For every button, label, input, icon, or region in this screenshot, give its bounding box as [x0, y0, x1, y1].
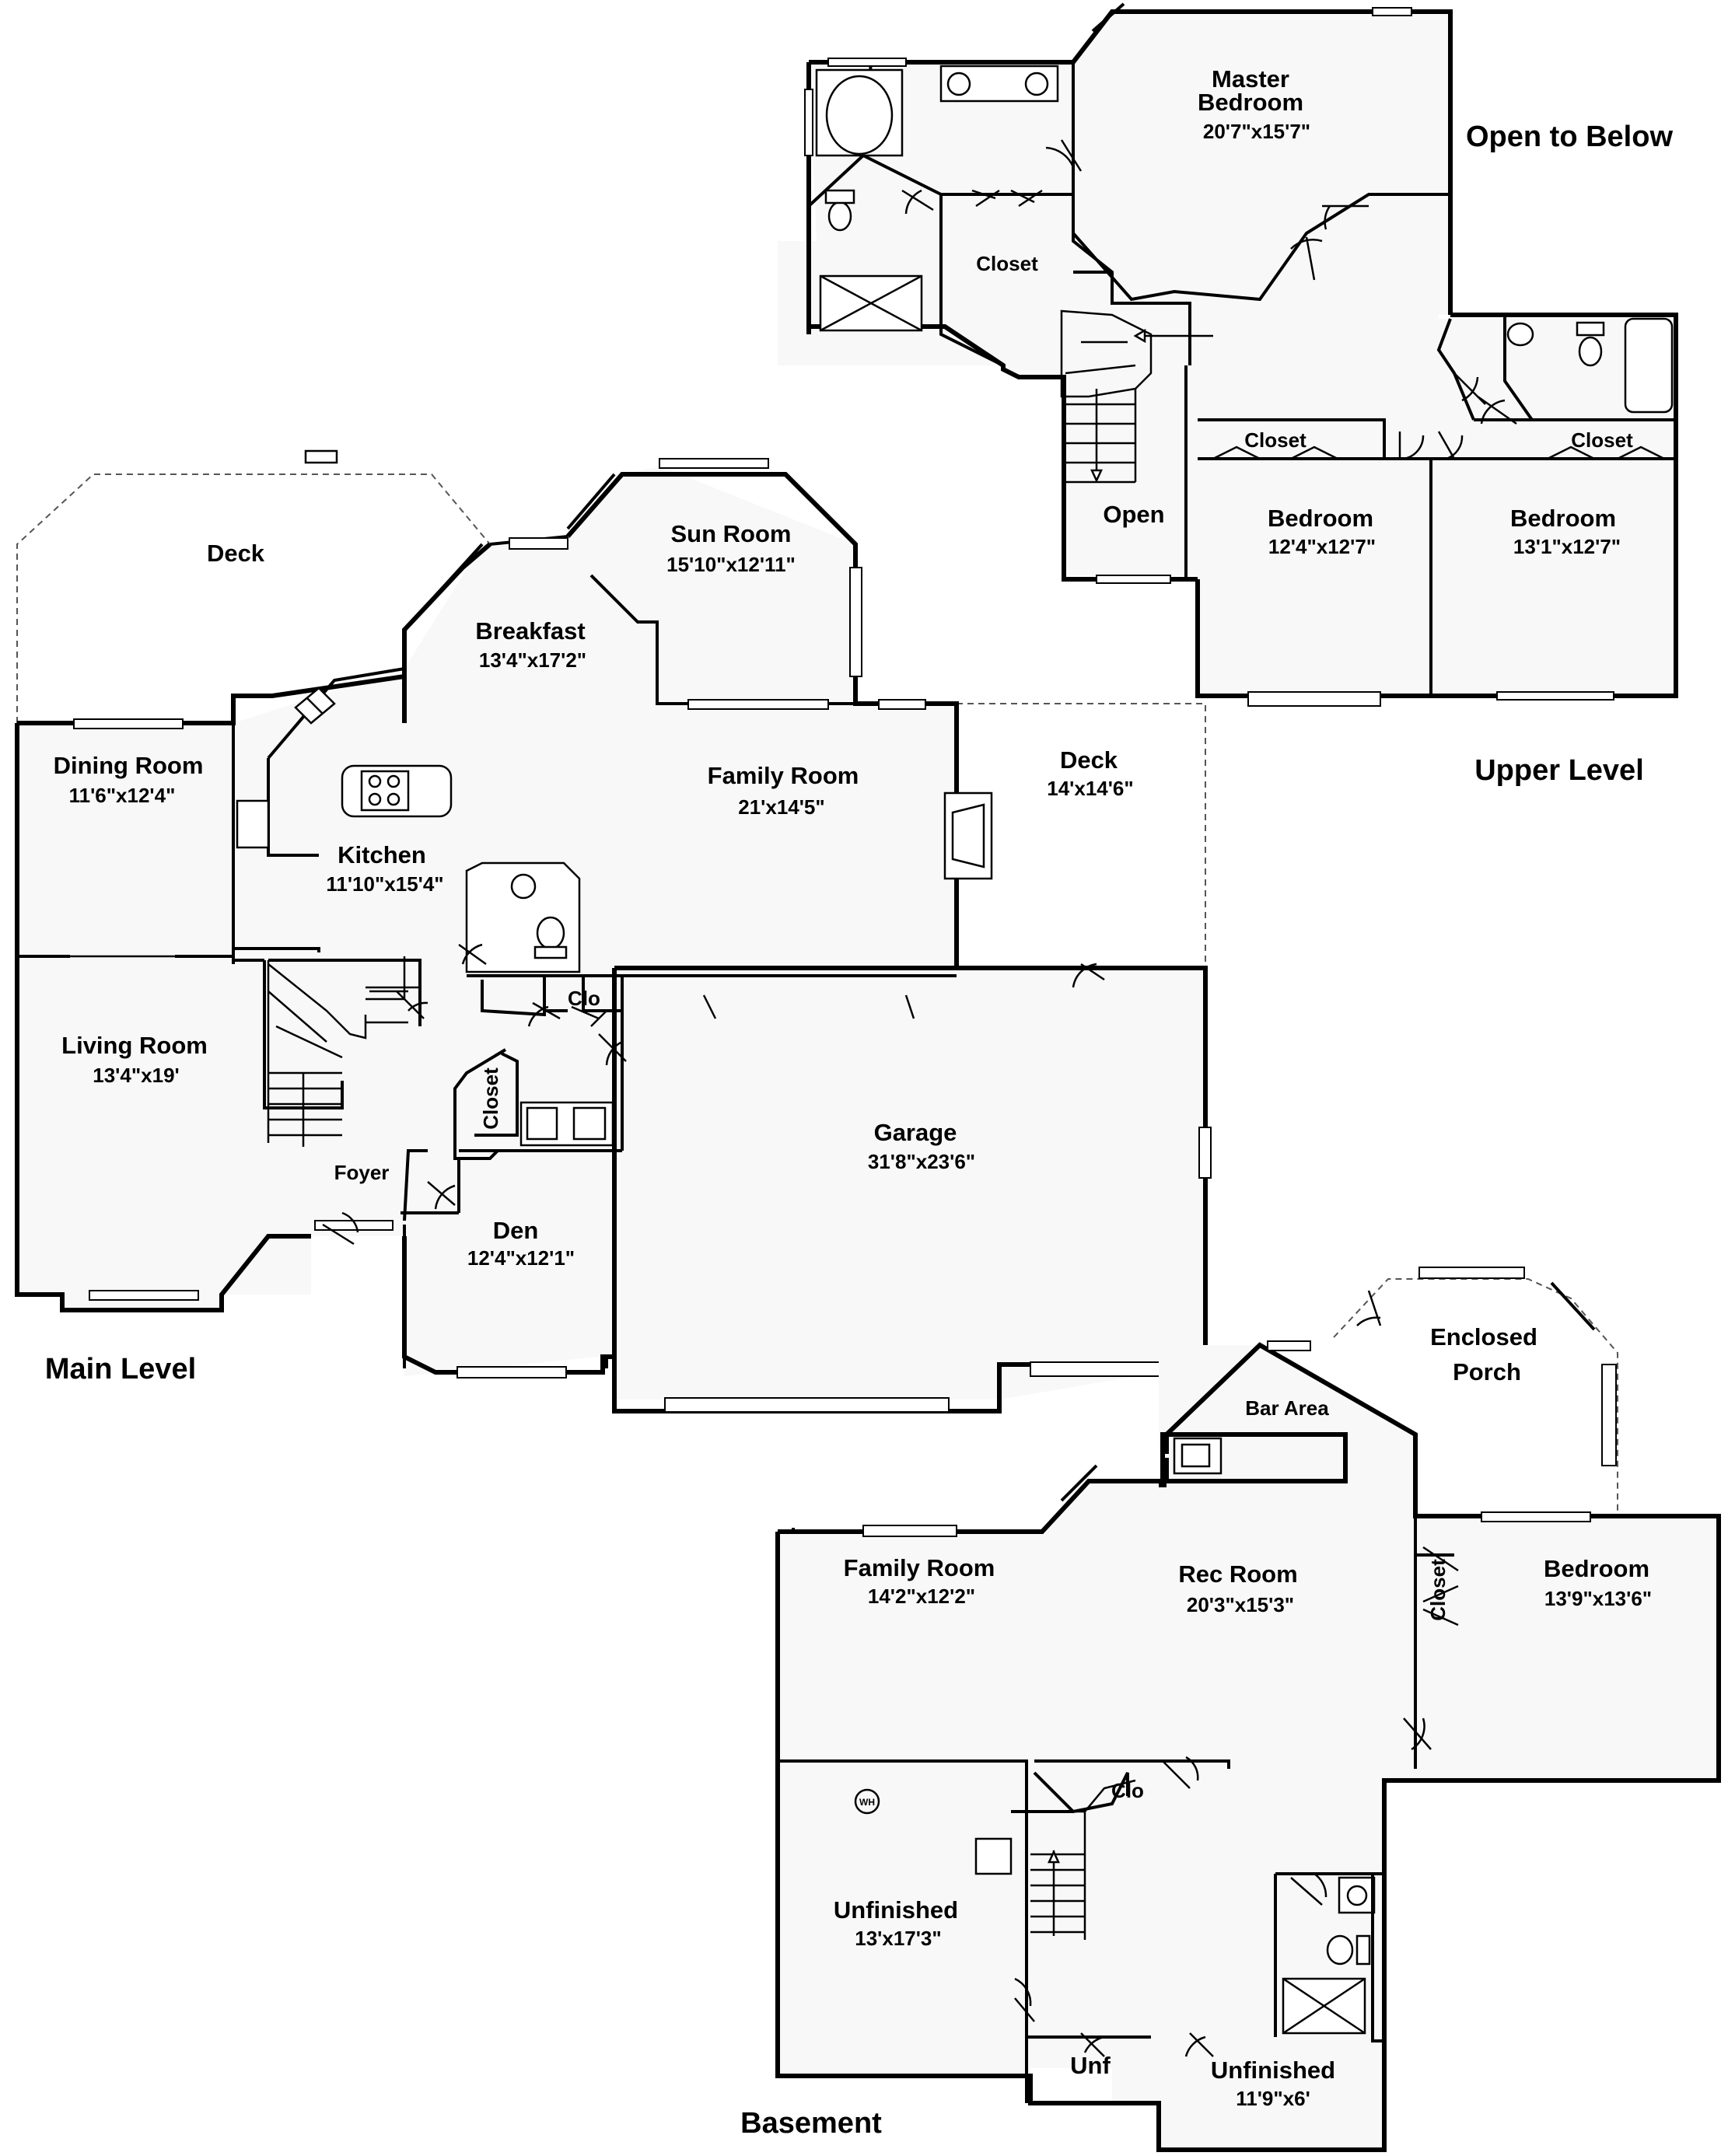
unfinished2-dimensions: 11'9"x6' [1236, 2087, 1310, 2110]
enclosed-porch-outline [1333, 1278, 1618, 1516]
deck-east-label: Deck [1060, 746, 1118, 774]
rec-room-label: Rec Room [1178, 1560, 1297, 1588]
upper-level-title: Upper Level [1474, 754, 1644, 787]
deck-west-label: Deck [207, 540, 265, 567]
hall-bath-fixtures [1506, 317, 1674, 414]
unfinished1-dimensions: 13'x17'3" [855, 1927, 941, 1950]
basement-clo-label: Clo [1111, 1779, 1144, 1802]
bedroom1-label: Bedroom [1268, 505, 1373, 532]
family-room-label: Family Room [708, 762, 859, 789]
basement-stairs [1030, 1779, 1136, 1940]
rec-room-dimensions: 20'3"x15'3" [1187, 1593, 1294, 1616]
unfinished1-label: Unfinished [834, 1896, 958, 1924]
main-clo-label: Clo [568, 987, 600, 1010]
master-bedroom-label-2: Bedroom [1198, 89, 1303, 116]
enclosed-porch-label: Enclosed [1430, 1323, 1537, 1351]
basement-bedroom-label: Bedroom [1544, 1555, 1649, 1582]
water-heater-icon [854, 1788, 880, 1815]
kitchen-dimensions: 11'10"x15'4" [326, 872, 443, 896]
master-bath-fixtures [815, 65, 1059, 332]
living-room-dimensions: 13'4"x19' [93, 1064, 179, 1087]
dining-room-dimensions: 11'6"x12'4" [69, 784, 176, 807]
deck-east-dimensions: 14'x14'6" [1047, 777, 1133, 800]
main-closet-label: Closet [479, 1068, 502, 1130]
dining-room-label: Dining Room [54, 752, 204, 779]
main-level-plan: Deck Sun Room 15'10"x12'11" Breakfast 13… [15, 449, 1212, 1413]
main-level-title: Main Level [45, 1353, 196, 1386]
living-room-label: Living Room [61, 1032, 208, 1059]
unfinished2-label: Unfinished [1211, 2056, 1335, 2084]
kitchen-sink [294, 687, 336, 725]
basement-family-room-dimensions: 14'2"x12'2" [868, 1585, 975, 1608]
basement-closet-label: Closet [1426, 1559, 1450, 1621]
bar-area-label: Bar Area [1245, 1396, 1329, 1420]
upper-level-plan: Master Bedroom 20'7"x15'7" Open to Below… [778, 2, 1678, 787]
basement-family-room-label: Family Room [844, 1554, 995, 1581]
garage-label: Garage [874, 1119, 957, 1146]
basement-plan: WH Enclosed Porch Bar Area Family Room 1… [740, 1267, 1721, 2152]
garage-door-left [664, 1397, 950, 1413]
den-label: Den [493, 1217, 539, 1244]
open-to-below-label: Open to Below [1466, 121, 1673, 153]
breakfast-label: Breakfast [475, 617, 585, 645]
garage-dimensions: 31'8"x23'6" [868, 1150, 975, 1173]
garage-door-right [1030, 1361, 1179, 1377]
upper-stairs [1060, 309, 1213, 484]
open-label: Open [1103, 501, 1164, 528]
deck-east-outline [956, 703, 1206, 969]
sun-room-dimensions: 15'10"x12'11" [666, 553, 796, 576]
kitchen-label: Kitchen [338, 841, 426, 868]
unf-label: Unf [1070, 2052, 1111, 2079]
bedroom2-closet-label: Closet [1571, 428, 1633, 452]
bedroom2-label: Bedroom [1510, 505, 1616, 532]
basement-title: Basement [740, 2107, 882, 2140]
master-bedroom-dimensions: 20'7"x15'7" [1203, 120, 1310, 143]
family-room-dimensions: 21'x14'5" [738, 795, 824, 819]
basement-bath-fixtures [1282, 1874, 1384, 2042]
basement-bedroom-dimensions: 13'9"x13'6" [1544, 1587, 1652, 1610]
basement-utility-box [974, 1837, 1013, 1875]
enclosed-porch-label-2: Porch [1453, 1358, 1521, 1386]
bedroom1-dimensions: 12'4"x12'7" [1268, 535, 1376, 558]
upper-outer-wall [809, 9, 1453, 315]
master-closet-label: Closet [976, 252, 1038, 275]
sun-room-label: Sun Room [671, 520, 792, 547]
breakfast-dimensions: 13'4"x17'2" [479, 648, 586, 672]
master-bedroom-label: Master [1212, 65, 1289, 93]
den-dimensions: 12'4"x12'1" [467, 1246, 575, 1270]
water-heater-label: WH [859, 1797, 875, 1808]
bedroom2-dimensions: 13'1"x12'7" [1513, 535, 1621, 558]
foyer-label: Foyer [334, 1161, 390, 1184]
bedroom1-closet-label: Closet [1244, 428, 1306, 452]
